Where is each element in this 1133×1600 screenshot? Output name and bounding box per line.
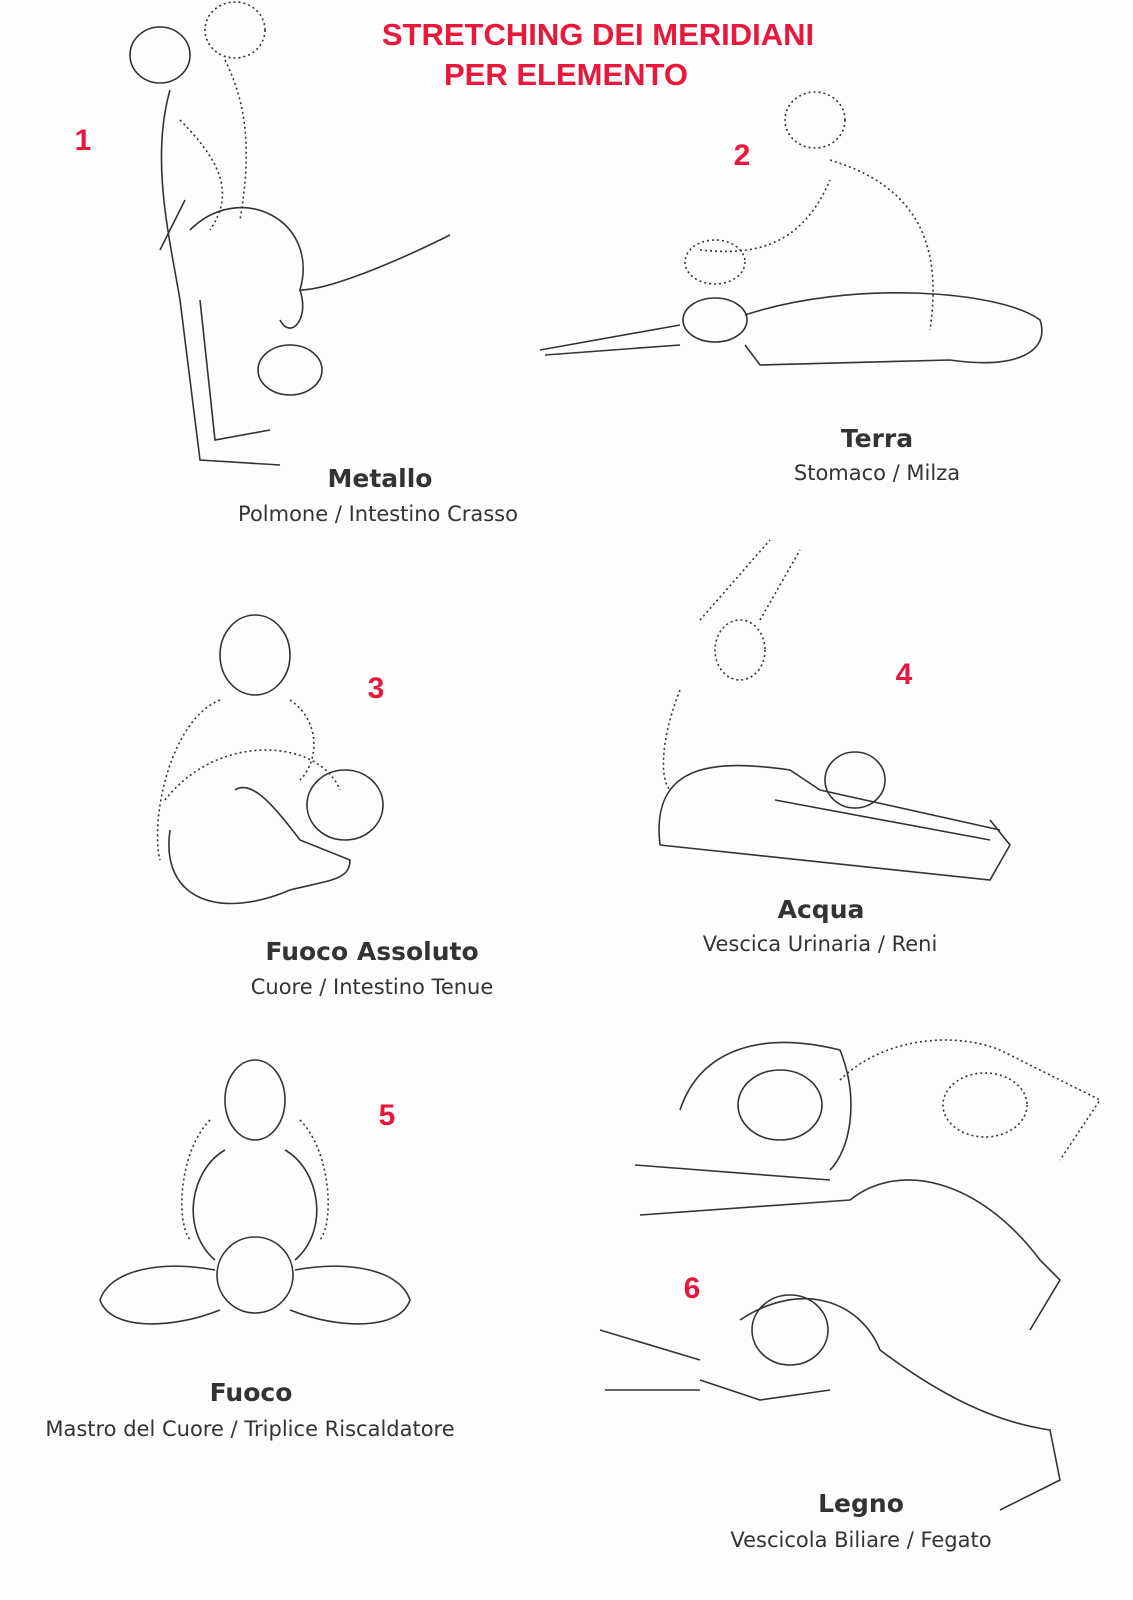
exercise-number-1: 1 <box>74 124 92 157</box>
element-label-acqua: Acqua <box>777 895 865 924</box>
meridians-label-fuoco: Mastro del Cuore / Triplice Riscaldatore <box>45 1417 455 1441</box>
element-label-fuoco: Fuoco <box>209 1378 293 1407</box>
meridians-label-fuoco-assoluto: Cuore / Intestino Tenue <box>250 975 494 999</box>
meridians-label-metallo: Polmone / Intestino Crasso <box>238 502 518 526</box>
element-label-legno: Legno <box>818 1489 904 1518</box>
figure-metallo <box>129 1 451 466</box>
title-line-1: STRETCHING DEI MERIDIANI <box>381 17 815 52</box>
title-line-2: PER ELEMENTO <box>443 57 689 92</box>
figure-legno <box>599 1039 1102 1511</box>
figure-fuoco-assoluto <box>156 614 384 905</box>
element-label-metallo: Metallo <box>327 464 433 493</box>
exercise-number-4: 4 <box>895 658 913 691</box>
meridians-label-terra: Stomaco / Milza <box>793 461 961 485</box>
figure-fuoco <box>99 1059 411 1325</box>
figure-acqua <box>658 539 1011 881</box>
element-label-terra: Terra <box>840 424 914 453</box>
meridians-label-legno: Vescicola Biliare / Fegato <box>730 1528 992 1552</box>
exercise-number-6: 6 <box>683 1272 701 1305</box>
exercise-number-3: 3 <box>367 672 385 705</box>
element-label-fuoco-assoluto: Fuoco Assoluto <box>265 937 479 966</box>
figure-terra <box>539 91 1043 366</box>
exercise-number-2: 2 <box>733 139 751 172</box>
meridians-label-acqua: Vescica Urinaria / Reni <box>702 932 938 956</box>
exercise-number-5: 5 <box>378 1099 396 1132</box>
